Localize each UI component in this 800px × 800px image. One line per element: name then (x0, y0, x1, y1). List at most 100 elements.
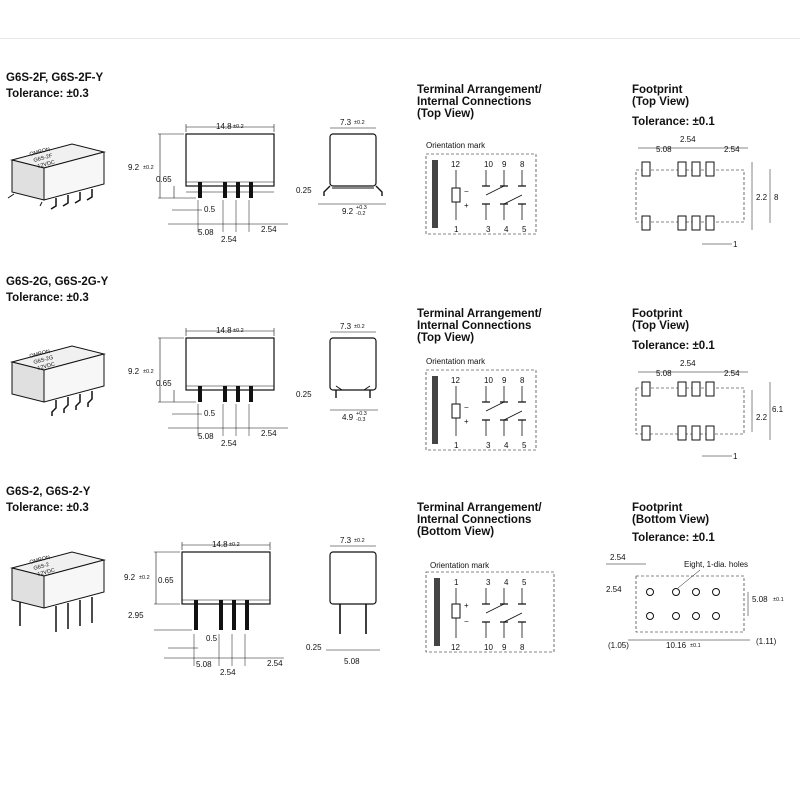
drawing-stroke (691, 215, 701, 231)
footprint-heading-line1: Footprint (632, 84, 683, 96)
drawing-stroke (63, 397, 69, 413)
dim-lead: 0.25 (296, 186, 312, 195)
dim-pitch-508: 5.08 (198, 432, 214, 441)
drawing-stroke (249, 182, 253, 198)
drawing-stroke (641, 381, 651, 397)
front-view-drawing: 14.8 ±0.2 9.2 ±0.2 0.65 0.5 5.08 2.54 2.… (128, 326, 288, 448)
part-tolerance: Tolerance: ±0.3 (6, 88, 89, 100)
coil-minus: − (464, 617, 469, 626)
drawing-stroke (329, 551, 377, 605)
fp-dim: 1 (733, 452, 738, 461)
pin-label: 10 (484, 376, 493, 385)
fp-dim: (1.11) (756, 637, 777, 646)
pin-label: 12 (451, 160, 460, 169)
dim-pitch-254-right: 2.54 (267, 659, 283, 668)
footprint-drawing: 2.54 5.08 2.54 2.2 8 1 (635, 135, 779, 249)
footprint-heading: Footprint (Top View) (632, 308, 689, 332)
drawing-stroke (705, 161, 715, 177)
dim-length-tol: ±0.2 (229, 542, 240, 548)
fp-dim: 5.08 (752, 595, 768, 604)
drawing-stroke (425, 571, 555, 653)
drawing-stroke (323, 185, 383, 196)
drawing-stroke (646, 588, 654, 596)
drawing-stroke (635, 575, 745, 633)
coil-plus: + (464, 417, 469, 426)
drawing-stroke (712, 612, 720, 620)
dim-pitch-254-right: 2.54 (261, 429, 277, 438)
drawing-stroke (646, 612, 654, 620)
dim-height-tol: ±0.2 (139, 575, 150, 581)
pin-label: 10 (484, 160, 493, 169)
fp-dim: 5.08 (656, 145, 672, 154)
footprint-heading-line1: Footprint (632, 502, 683, 514)
drawing-stroke (223, 182, 227, 198)
drawing-stroke (482, 603, 526, 623)
dim-pin-offset: 0.65 (156, 379, 172, 388)
dim-span-tol-plus: +0.3 (356, 411, 367, 417)
pin-label: 4 (504, 578, 509, 587)
dim-pin-offset: 0.65 (158, 576, 174, 585)
dim-width: 7.3 (340, 536, 352, 545)
drawing-stroke (185, 337, 275, 391)
pin-label: 8 (520, 376, 525, 385)
pin-label: 9 (502, 160, 507, 169)
relay-voltage-label: 12VDC (37, 160, 56, 170)
dim-lead-pitch: 5.08 (344, 657, 360, 666)
drawing-stroke (249, 386, 253, 402)
drawing-stroke (50, 198, 57, 210)
dim-height: 9.2 (128, 367, 140, 376)
drawing-stroke (451, 187, 461, 203)
dim-height: 9.2 (124, 573, 136, 582)
drawing-stroke (482, 185, 526, 205)
terminal-heading-line3: (Bottom View) (417, 526, 495, 538)
drawing-stroke (43, 151, 105, 201)
drawing-stroke (185, 133, 275, 187)
relay-model-label: G6S-2F (33, 153, 54, 164)
drawing-stroke (194, 600, 198, 630)
relay-3d-illustration: OMRON G6S-2G 12VDC (10, 345, 106, 416)
drawing-stroke (87, 391, 93, 407)
terminal-heading: Terminal Arrangement/ Internal Connectio… (417, 502, 542, 538)
pin-label: 5 (522, 225, 527, 234)
pin-label: 9 (502, 376, 507, 385)
terminal-heading-line2: Internal Connections (417, 320, 532, 332)
drawing-stroke (219, 600, 223, 630)
drawing-stroke (75, 394, 81, 410)
fp-dim: 2.54 (724, 145, 740, 154)
pin-label: 5 (522, 578, 527, 587)
fp-dim: 10.16 (666, 641, 687, 650)
terminal-heading-line1: Terminal Arrangement/ (417, 308, 542, 320)
drawing-stroke (232, 600, 236, 630)
drawing-stroke (425, 153, 537, 235)
terminal-heading-line1: Terminal Arrangement/ (417, 84, 542, 96)
relay-model-label: G6S-2 (33, 562, 50, 572)
part-tolerance: Tolerance: ±0.3 (6, 292, 89, 304)
drawing-stroke (335, 385, 371, 391)
relay-3d-illustration: OMRON G6S-2F 12VDC (7, 143, 106, 210)
terminal-heading-line3: (Top View) (417, 332, 475, 344)
drawing-stroke (677, 425, 687, 441)
terminal-heading-line3: (Top View) (417, 108, 475, 120)
drawing-stroke (43, 559, 105, 609)
drawing-stroke (672, 612, 680, 620)
dim-span-tol-plus: +0.3 (356, 205, 367, 211)
drawing-stroke (434, 578, 440, 646)
part-tolerance: Tolerance: ±0.3 (6, 502, 89, 514)
part-title: G6S-2G, G6S-2G-Y (6, 276, 109, 288)
pin-label: 1 (454, 441, 459, 450)
drawing-stroke (635, 387, 745, 435)
pin-label: 3 (486, 578, 491, 587)
drawing-stroke (198, 182, 202, 198)
footprint-tolerance: Tolerance: ±0.1 (632, 532, 715, 544)
fp-dim-tol: ±0.1 (690, 643, 701, 649)
footprint-heading-line2: (Bottom View) (632, 514, 710, 526)
drawing-stroke (74, 192, 81, 204)
dim-width: 7.3 (340, 118, 352, 127)
orientation-mark-label: Orientation mark (426, 357, 486, 366)
side-view-drawing: 7.3 ±0.2 0.25 9.2 +0.3 -0.2 (296, 118, 386, 217)
fp-note: Eight, 1-dia. holes (684, 560, 748, 569)
fp-dim: 8 (774, 193, 779, 202)
drawing-stroke (236, 182, 240, 198)
drawing-stroke (677, 161, 687, 177)
drawing-stroke (198, 386, 202, 402)
